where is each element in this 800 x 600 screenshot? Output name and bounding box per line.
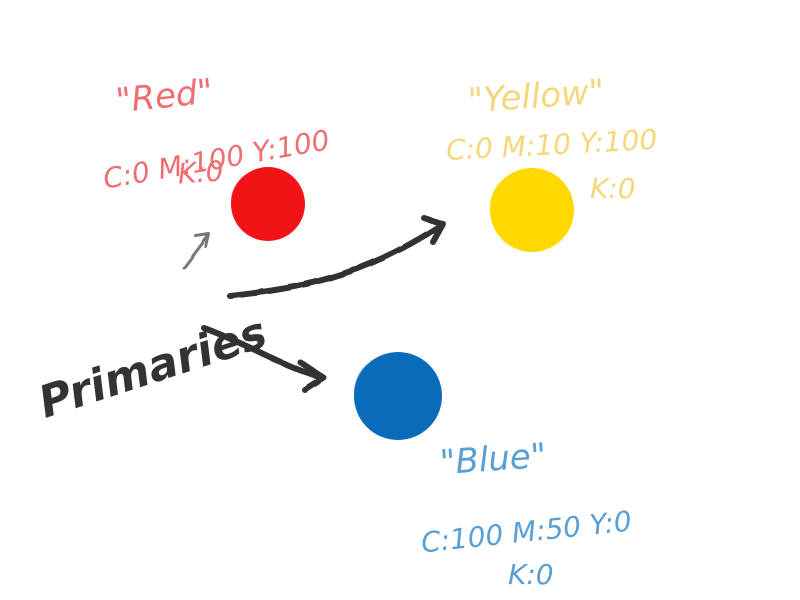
blue-cmyk-line1: C:100 M:50 Y:0 — [420, 505, 634, 560]
red-circle-overlay — [231, 170, 293, 232]
blue-circle-overlay — [354, 356, 426, 428]
blue-title: "Blue" — [439, 436, 548, 483]
yellow-cmyk-line2: K:0 — [590, 172, 636, 205]
arrow-to-red — [182, 232, 211, 270]
blue-primary: "Blue" C:100 M:50 Y:0 K:0 — [354, 352, 633, 591]
red-title: "Red" — [114, 72, 215, 122]
yellow-cmyk-line1: C:0 M:10 Y:100 — [445, 123, 658, 167]
arrow-to-yellow — [227, 215, 446, 299]
yellow-primary: "Yellow" C:0 M:10 Y:100 K:0 — [445, 72, 658, 252]
blue-cmyk-line2: K:0 — [508, 558, 554, 591]
yellow-title: "Yellow" — [467, 72, 606, 121]
red-cmyk-line2: K:0 — [177, 154, 225, 190]
arrow-to-blue — [201, 325, 327, 393]
red-primary: "Red" C:0 M:100 Y:100 K:0 — [101, 72, 332, 241]
yellow-circle-overlay — [490, 172, 558, 240]
arrows — [182, 215, 446, 393]
main-label: Primaries — [33, 307, 273, 428]
